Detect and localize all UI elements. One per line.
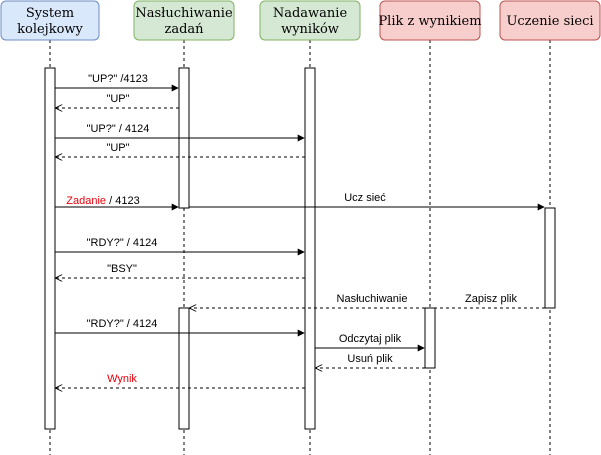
message-label-up-4123: "UP?" /4123 [88,73,148,85]
message-label-up-reply: "UP" [106,142,129,154]
participant-file[interactable]: Plik z wynikiem [378,0,482,41]
message-label-up-4124: "UP?" / 4124 [87,123,150,135]
messages [55,84,545,388]
task-label-red: Zadanie [66,195,106,207]
participant-box [499,0,601,41]
activation-listen-2 [178,307,190,430]
participant-label: Uczenie sieci [506,14,593,29]
participant-listen[interactable]: Nasłuchiwanie zadań [133,0,235,41]
message-label-bsy: "BSY" [107,263,137,275]
participant-box [0,0,100,41]
message-label-task: Zadanie / 4123 [66,195,139,207]
activation-send [304,67,316,430]
activation-learn [544,207,556,309]
message-label-up-reply: "UP" [106,93,129,105]
activation-system [44,67,56,430]
participant-label: System [26,6,74,21]
message-label-read-file: Odczytaj plik [339,333,402,345]
task-label-port: / 4123 [106,195,140,207]
participant-system[interactable]: System kolejkowy [0,0,100,41]
message-label-result: Wynik [107,373,137,385]
participant-label: wyników [281,22,339,37]
message-label-save-file: Zapisz plik [465,293,517,305]
participant-label: Plik z wynikiem [378,14,481,29]
participant-label: kolejkowy [17,22,83,37]
participant-label: Nadawanie [273,6,348,21]
message-label-rdy: "RDY?" / 4124 [87,237,158,249]
participant-label: Nasłuchiwanie [135,6,233,21]
participant-send[interactable]: Nadawanie wyników [259,0,361,41]
message-label-learn: Ucz sieć [344,192,386,204]
participant-box [133,0,235,41]
participant-learn[interactable]: Uczenie sieci [499,0,601,41]
message-label-delete-file: Usuń plik [347,353,393,365]
message-label-listening: Nasłuchiwanie [337,293,408,305]
participant-box [259,0,361,41]
message-labels: "UP?" /4123 "UP" "UP?" / 4124 "UP" Zadan… [66,73,517,385]
participant-label: zadań [164,22,204,37]
message-label-rdy: "RDY?" / 4124 [87,318,158,330]
participant-box [379,0,481,41]
activation-file [424,307,436,369]
